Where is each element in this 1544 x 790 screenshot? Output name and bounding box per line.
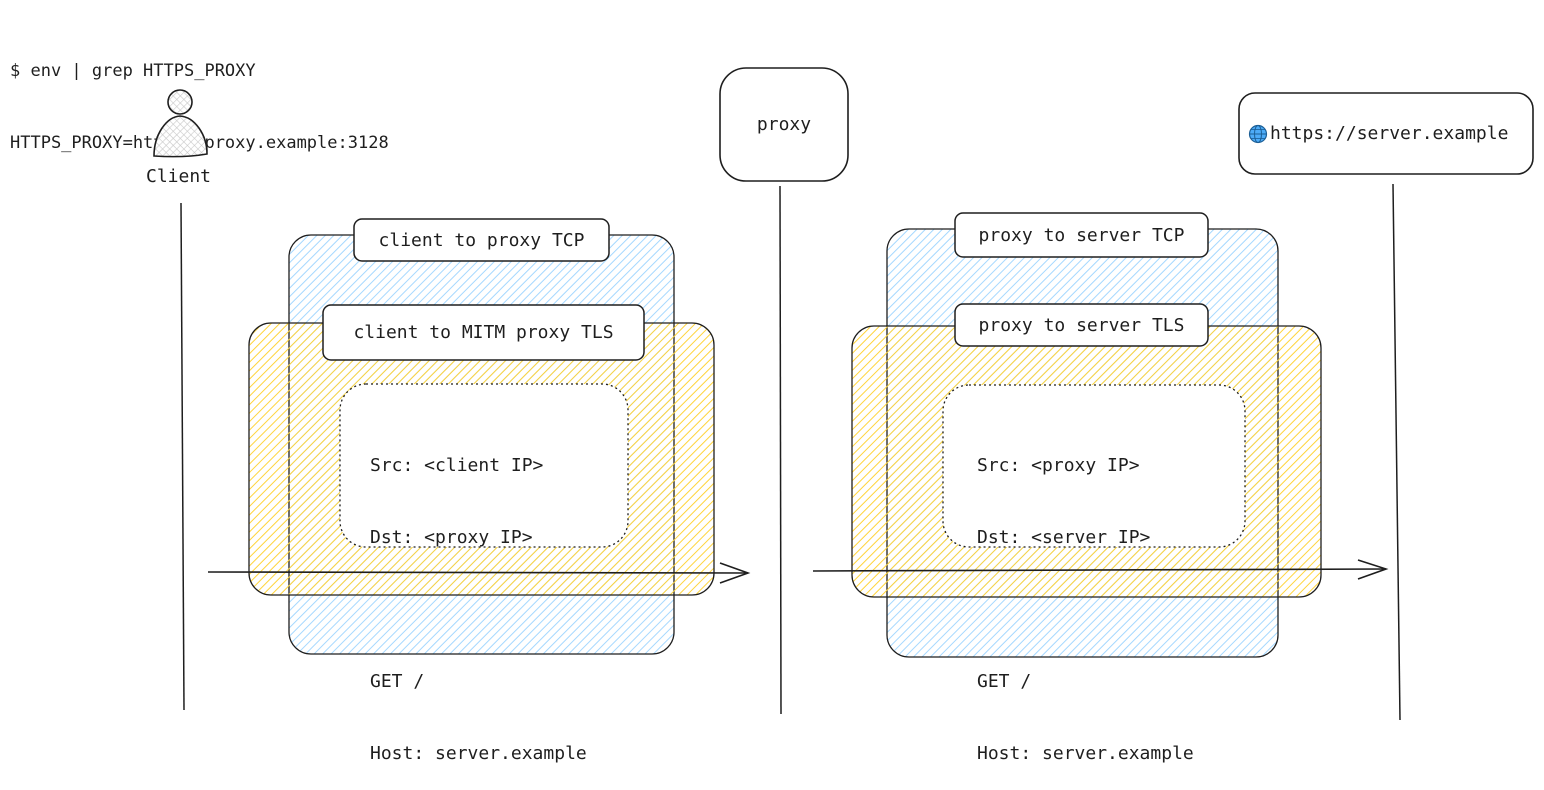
- client-proxy-tls-label: client to MITM proxy TLS: [353, 322, 614, 343]
- client-person-icon: [153, 89, 208, 158]
- globe-icon: [1248, 124, 1268, 144]
- proxy-to-server-arrow: [812, 559, 1389, 580]
- server-lifeline: [1392, 183, 1401, 721]
- client-to-proxy-arrow: [207, 562, 751, 584]
- proxy-server-tcp-label: proxy to server TCP: [978, 224, 1185, 246]
- sequence-diagram: [153, 67, 1534, 721]
- client-label: Client: [146, 166, 212, 187]
- client-packet-host: Host: server.example: [370, 743, 587, 764]
- server-box: [1238, 92, 1534, 175]
- client-lifeline: [180, 202, 185, 711]
- client-packet-box: [339, 383, 629, 548]
- proxy-server-tls-label-box: [954, 303, 1209, 347]
- server-packet-src: Src: <proxy IP>: [977, 455, 1140, 476]
- client-packet: Src: <client IP> Dst: <proxy IP> GET / H…: [370, 406, 587, 790]
- server-label: https://server.example: [1270, 123, 1509, 144]
- client-proxy-tcp-label: client to proxy TCP: [378, 229, 585, 251]
- server-packet-box: [942, 384, 1246, 548]
- proxy-server-tcp-label-box: [954, 212, 1209, 258]
- proxy-box: [719, 67, 849, 182]
- proxy-label: proxy: [756, 114, 812, 135]
- server-packet: Src: <proxy IP> Dst: <server IP> GET / H…: [977, 406, 1194, 790]
- client-proxy-tls-label-box: [322, 304, 645, 361]
- server-packet-host: Host: server.example: [977, 743, 1194, 764]
- client-packet-dst: Dst: <proxy IP>: [370, 527, 533, 548]
- proxy-server-tls-label: proxy to server TLS: [978, 314, 1185, 336]
- client-packet-request: GET /: [370, 671, 425, 692]
- server-packet-dst: Dst: <server IP>: [977, 527, 1151, 548]
- client-proxy-tcp-label-box: [353, 218, 610, 262]
- client-packet-src: Src: <client IP>: [370, 455, 544, 476]
- proxy-lifeline: [779, 185, 782, 715]
- server-packet-request: GET /: [977, 671, 1032, 692]
- terminal-command: $ env | grep HTTPS_PROXY: [10, 61, 256, 81]
